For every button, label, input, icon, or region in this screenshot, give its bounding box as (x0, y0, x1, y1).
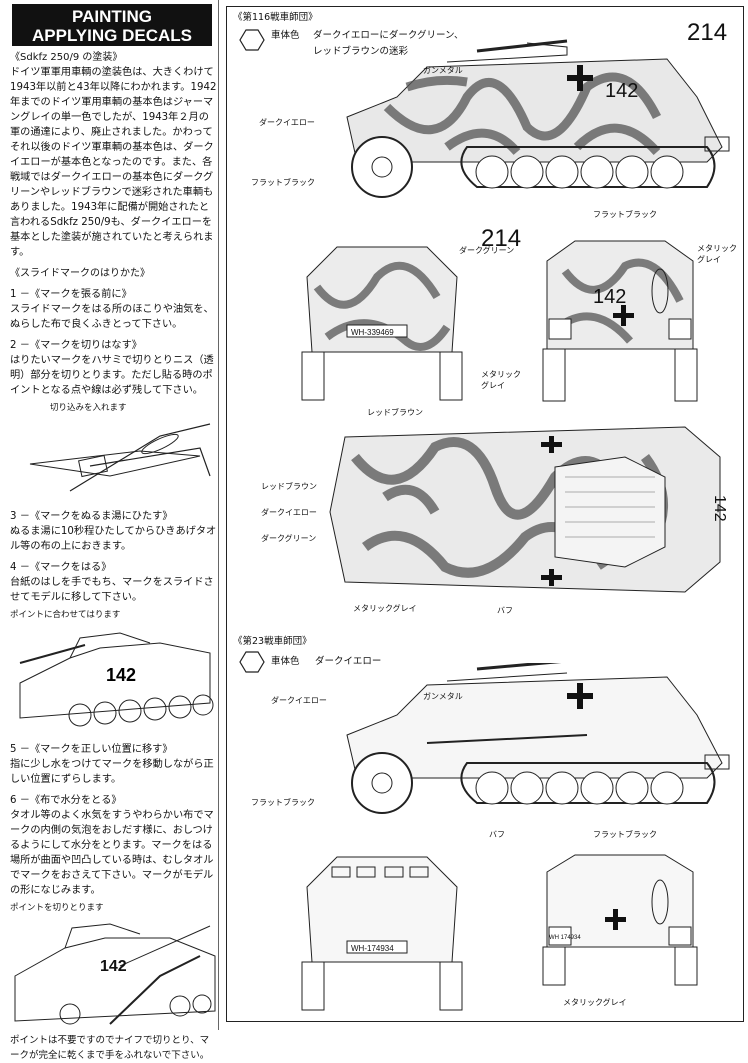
side-view-142: 142 (605, 80, 638, 102)
scheme-1-color-line-1: ダークイエローにダークグリーン、 (313, 30, 464, 41)
svg-text:142: 142 (100, 958, 127, 975)
scheme-1-turret-number: 214 (687, 19, 728, 46)
step-2-title: 2 －《マークを切りはなす》 (10, 340, 142, 351)
figure-3-caption: ポイントを切りとります (10, 903, 104, 913)
header-line-1: PAINTING (72, 7, 152, 26)
scheme-2-front-view: WH-174934 (301, 856, 463, 1011)
scheme-2-side-view (346, 663, 730, 814)
step-6-body: タオル等のよく水気をすうやわらかい布でマークの内側の気泡をおしだす様に、おしつけ… (10, 810, 214, 896)
front-plate-2: WH-174934 (351, 944, 394, 953)
svg-text:142: 142 (711, 495, 728, 522)
step-6-title: 6 －《布で水分をとる》 (10, 795, 122, 806)
callout-flat-black-2: フラットブラック (593, 210, 657, 219)
header-line-2: APPLYING DECALS (32, 26, 192, 45)
right-column: 《第116戦車師団》 車体色 ダークイエローにダークグリーン、 レッドブラウンの… (226, 6, 744, 1022)
figure-2-caption: ポイントに合わせてはります (10, 610, 121, 620)
division-emblem-2-icon (239, 651, 265, 673)
scheme-1-side-view: 142 (346, 39, 730, 198)
section-header: PAINTING APPLYING DECALS (12, 4, 212, 46)
decal-number-142: 142 (106, 665, 136, 685)
callout-2-buff: バフ (489, 830, 505, 839)
step-4-body: 台紙のはしを手でもち、マークをスライドさせてモデルに移して下さい。 (10, 577, 214, 603)
callout-metallic-grey-2: メタリック グレイ (481, 370, 521, 390)
front-view-number-214: 214 (481, 225, 522, 252)
callout-metallic-grey-1: メタリック グレイ (697, 244, 737, 264)
painting-section: 《Sdkfz 250/9 の塗装》 ドイツ軍軍用車輌の塗装色は、大きくわけて19… (10, 50, 218, 1063)
callout-2-dark-yellow: ダークイエロー (271, 696, 327, 705)
step-1-title: 1 －《マークを張る前に》 (10, 289, 132, 300)
left-column: PAINTING APPLYING DECALS 《Sdkfz 250/9 の塗… (6, 4, 218, 1061)
decal-placement-illustration: 142 (19, 632, 214, 727)
step-5-title: 5 －《マークを正しい位置に移す》 (10, 744, 173, 755)
scheme-2-title: 《第23戦車師団》 (233, 636, 312, 647)
callout-2-gunmetal: ガンメタル (423, 692, 463, 701)
callout-dark-green: ダークグリーン (459, 246, 515, 255)
callout-buff: バフ (497, 606, 513, 615)
painting-body: ドイツ軍軍用車輌の塗装色は、大きくわけて1943年以前と43年以降にわかれます。… (10, 67, 217, 258)
step-2-body: はりたいマークをハサミで切りとりニス（透明）部分を切りとります。ただし貼る時のポ… (10, 355, 214, 396)
callout-2-metallic-grey: メタリックグレイ (563, 998, 627, 1007)
callout-dark-green-top: ダークグリーン (261, 534, 317, 543)
callout-dark-yellow-top: ダークイエロー (261, 508, 317, 517)
callout-red-brown: レッドブラウン (261, 482, 317, 491)
scheme-1-rear-view: 142 (542, 240, 698, 402)
callout-red-brown-top: レッドブラウン (367, 408, 423, 417)
scheme-2-color-label: 車体色 (271, 656, 300, 667)
scheme-1-front-view: WH-339469 (301, 246, 463, 401)
painting-title: 《Sdkfz 250/9 の塗装》 (10, 52, 123, 63)
instruction-page: PAINTING APPLYING DECALS 《Sdkfz 250/9 の塗… (6, 0, 744, 1061)
rear-view-142: 142 (593, 286, 626, 308)
division-emblem-icon (239, 29, 265, 51)
step-1-body: スライドマークをはる所のほこりや油気を、ぬらした布で良くふきとって下さい。 (10, 304, 214, 330)
figure-3-text: ポイントは不要ですのでナイフで切りとり、マークが完全に乾くまで手をふれないで下さ… (10, 1035, 210, 1061)
figure-1-caption: 切り込みを入れます (50, 403, 127, 413)
callout-2-flat-black-1: フラットブラック (251, 798, 315, 807)
callout-flat-black-1: フラットブラック (251, 178, 315, 187)
callout-gunmetal: ガンメタル (423, 66, 463, 75)
scheme-1-color-label: 車体色 (271, 30, 300, 41)
column-divider (218, 0, 219, 1030)
scissors-illustration (29, 423, 211, 492)
scheme-1-color-line-2: レッドブラウンの迷彩 (313, 46, 409, 57)
front-plate: WH-339469 (351, 328, 394, 337)
scheme-2-color-value: ダークイエロー (315, 656, 382, 667)
step-5-body: 指に少し水をつけてマークを移動しながら正しい位置にずらします。 (10, 759, 214, 785)
trim-decal-illustration: 142 (14, 923, 216, 1025)
scheme-1-top-view: 142 (329, 426, 728, 593)
rear-plate-2: WH 174934 (549, 935, 581, 941)
decal-title: 《スライドマークのはりかた》 (10, 268, 150, 279)
step-4-title: 4 －《マークをはる》 (10, 562, 112, 573)
step-3-title: 3 －《マークをぬるま湯にひたす》 (10, 511, 173, 522)
step-3-body: ぬるま湯に10秒程ひたしてからひきあげタオル等の布の上におきます。 (10, 526, 217, 552)
callout-dark-yellow: ダークイエロー (259, 118, 315, 127)
scheme-2-rear-view: WH 174934 (542, 854, 698, 986)
scheme-1-title: 《第116戦車師団》 (233, 12, 318, 23)
callout-2-flat-black-2: フラットブラック (593, 830, 657, 839)
callout-metallic-grey-bottom: メタリックグレイ (353, 604, 417, 613)
